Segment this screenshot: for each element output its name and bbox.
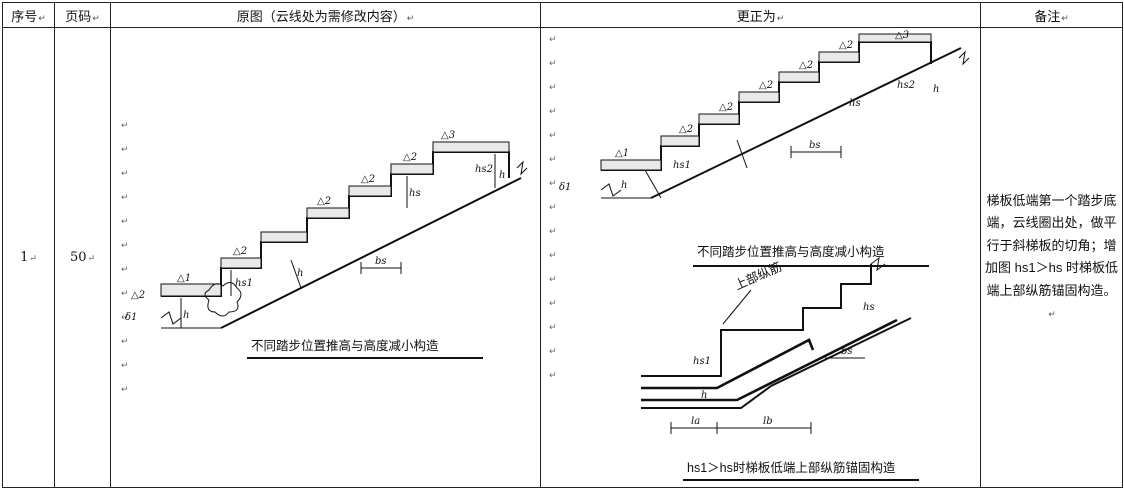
svg-text:↵: ↵ (121, 337, 129, 347)
svg-text:△2: △2 (131, 290, 145, 301)
corr2-slab-bottom (641, 385, 772, 409)
svg-text:↵: ↵ (549, 59, 557, 69)
label-h-slab: h (297, 268, 303, 279)
corr1-slab-soffit (650, 47, 962, 199)
svg-text:↵: ↵ (549, 299, 557, 309)
label-la: la (691, 416, 700, 427)
svg-text:↵: ↵ (549, 323, 557, 333)
header-remark: 备注↵ (980, 2, 1123, 28)
label-slab-h: h (183, 310, 189, 321)
corr1-chamfer (644, 169, 662, 199)
svg-text:△3: △3 (895, 30, 909, 41)
svg-text:↵: ↵ (121, 385, 129, 395)
svg-text:△3: △3 (441, 130, 455, 141)
original-stair-drawing: ↵ ↵ ↵ ↵ ↵ ↵ ↵ ↵ ↵ ↵ ↵ ↵ (121, 121, 528, 395)
label-bs: bs (375, 256, 387, 267)
header-original: 原图（云线处为需修改内容）↵ (110, 2, 541, 28)
cell-index: 1↵ (2, 27, 55, 488)
svg-text:↵: ↵ (549, 227, 557, 237)
svg-text:↵: ↵ (549, 371, 557, 381)
svg-text:↵: ↵ (121, 313, 129, 323)
label-hs2: hs2 (475, 164, 493, 175)
delta-labels: △1 △2 △2 △2 △2 △3 △2 (131, 130, 455, 301)
header-corrected: 更正为↵ (540, 2, 981, 28)
svg-text:↵: ↵ (121, 265, 129, 275)
header-index: 序号↵ (2, 2, 55, 28)
svg-text:↵: ↵ (121, 169, 129, 179)
svg-text:↵: ↵ (549, 347, 557, 357)
label-h: h (499, 170, 505, 181)
original-caption: 不同踏步位置推高与高度减小构造 (251, 338, 439, 353)
svg-text:↵: ↵ (549, 155, 557, 165)
corrected-caption-2: hs1＞hs时梯板低端上部纵筋锚固构造 (687, 460, 896, 475)
svg-text:△2: △2 (403, 152, 417, 163)
label-delta1: δ1 (125, 312, 137, 323)
svg-text:↵: ↵ (121, 217, 129, 227)
svg-text:bs: bs (809, 140, 821, 151)
svg-text:↵: ↵ (121, 193, 129, 203)
header-row: 序号↵ 页码↵ 原图（云线处为需修改内容）↵ 更正为↵ 备注↵ (2, 2, 1123, 28)
svg-text:↵: ↵ (121, 361, 129, 371)
svg-text:△2: △2 (679, 124, 693, 135)
svg-text:↵: ↵ (121, 289, 129, 299)
svg-text:δ1: δ1 (559, 182, 571, 193)
svg-text:hs1: hs1 (673, 160, 691, 171)
stair-profile (161, 151, 510, 297)
svg-text:h: h (933, 84, 939, 95)
svg-text:△2: △2 (839, 40, 853, 51)
label-hs1-2: hs1 (693, 356, 711, 367)
svg-text:△2: △2 (317, 196, 331, 207)
svg-text:↵: ↵ (549, 131, 557, 141)
label-h-2: h (701, 390, 707, 401)
svg-text:△2: △2 (233, 246, 247, 257)
corrected-caption-1: 不同踏步位置推高与高度减小构造 (697, 244, 885, 259)
slab-soffit (220, 177, 522, 329)
corrected-stair-drawings: ↵ ↵ ↵ ↵ ↵ ↵ ↵ ↵ ↵ ↵ ↵ ↵ ↵ ↵ ↵ (549, 30, 970, 481)
svg-text:↵: ↵ (549, 251, 557, 261)
label-bs-2: bs (841, 346, 853, 357)
svg-text:△2: △2 (799, 60, 813, 71)
cell-original-drawing: ↵ ↵ ↵ ↵ ↵ ↵ ↵ ↵ ↵ ↵ ↵ ↵ (110, 27, 541, 488)
remark-text: 梯板低端第一个踏步底端，云线圈出处，做平行于斜梯板的切角；增加图 hs1＞hs … (985, 192, 1118, 298)
svg-text:↵: ↵ (549, 179, 557, 189)
corr2-upper-profile (755, 264, 872, 331)
label-hs1: hs1 (235, 278, 253, 289)
data-row: 1↵ 50↵ ↵ ↵ ↵ ↵ ↵ ↵ ↵ ↵ ↵ ↵ ↵ ↵ (2, 27, 1123, 488)
label-hs-2: hs (863, 302, 875, 313)
svg-text:△1: △1 (615, 148, 629, 159)
cell-corrected-drawing: ↵ ↵ ↵ ↵ ↵ ↵ ↵ ↵ ↵ ↵ ↵ ↵ ↵ ↵ ↵ (540, 27, 981, 488)
svg-text:↵: ↵ (121, 145, 129, 155)
label-lb: lb (763, 416, 773, 427)
svg-text:h: h (621, 180, 627, 191)
svg-text:↵: ↵ (549, 203, 557, 213)
svg-text:↵: ↵ (549, 107, 557, 117)
svg-text:↵: ↵ (121, 121, 129, 131)
rebar-leader (722, 289, 752, 325)
svg-text:↵: ↵ (549, 35, 557, 45)
label-hs: hs (409, 188, 421, 199)
svg-text:△2: △2 (759, 80, 773, 91)
rebar-label: 上部纵筋 (732, 259, 784, 293)
svg-text:△2: △2 (361, 174, 375, 185)
corr2-top-rebar (641, 338, 815, 390)
header-page: 页码↵ (54, 2, 111, 28)
cell-page: 50↵ (54, 27, 111, 488)
svg-text:△2: △2 (719, 102, 733, 113)
revision-cloud (204, 282, 242, 317)
svg-text:hs2: hs2 (897, 80, 915, 91)
svg-text:↵: ↵ (549, 275, 557, 285)
svg-text:hs: hs (849, 98, 861, 109)
svg-text:↵: ↵ (549, 83, 557, 93)
corr1-stair-profile (601, 41, 932, 171)
paragraph-marks: ↵ ↵ ↵ ↵ ↵ ↵ ↵ ↵ ↵ ↵ ↵ ↵ (121, 121, 129, 395)
svg-text:↵: ↵ (121, 241, 129, 251)
cell-remark: 梯板低端第一个踏步底端，云线圈出处，做平行于斜梯板的切角；增加图 hs1＞hs … (980, 27, 1123, 488)
corr2-bottom-rebar (641, 318, 898, 402)
svg-text:△1: △1 (177, 273, 191, 284)
paragraph-marks-corrected: ↵ ↵ ↵ ↵ ↵ ↵ ↵ ↵ ↵ ↵ ↵ ↵ ↵ ↵ ↵ (549, 35, 557, 381)
corr2-step (641, 329, 755, 377)
